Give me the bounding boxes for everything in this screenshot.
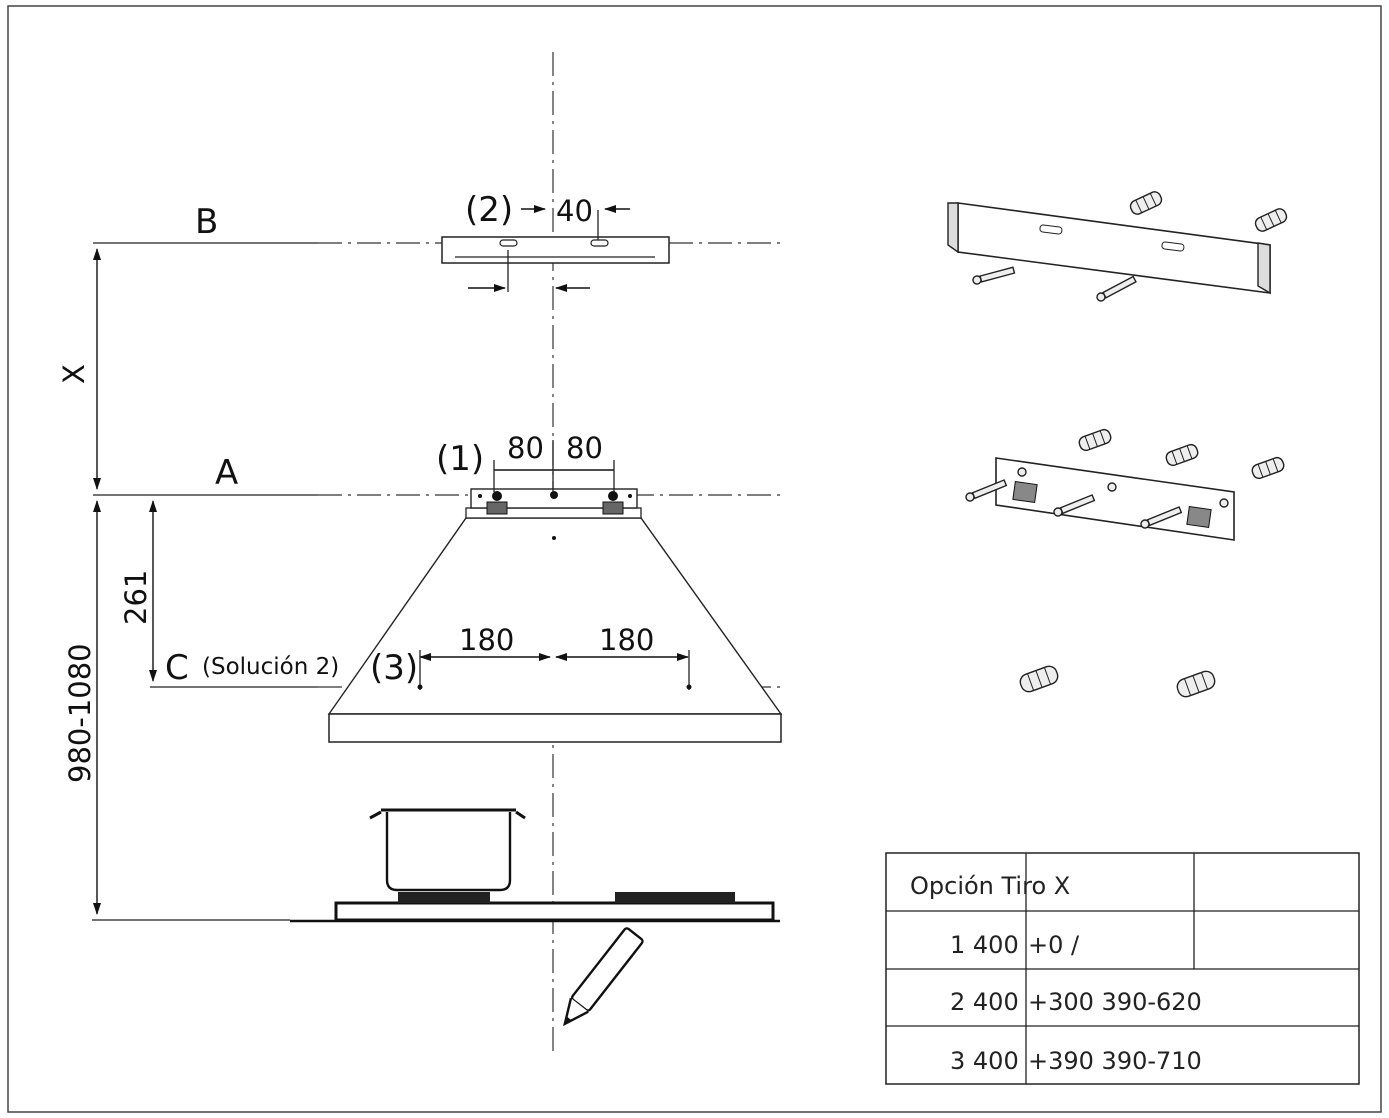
hole-right — [686, 684, 692, 690]
dim-80-right-label: 80 — [566, 431, 603, 465]
x-label: X — [57, 364, 91, 384]
hole-left — [417, 684, 423, 690]
bracket-a-icon — [995, 457, 1235, 541]
pot-icon — [369, 808, 526, 892]
callout-1: (1) — [436, 439, 484, 479]
table-cell-option-3: 3 400 — [950, 1047, 1019, 1075]
upper-bracket — [441, 236, 670, 264]
solution-label: (Solución 2) — [202, 654, 339, 680]
wall-plug-icon — [1019, 665, 1216, 698]
page-frame — [7, 5, 1382, 1113]
screw-icon — [972, 266, 1137, 302]
wall-plug-icon — [1078, 428, 1285, 480]
callout-3: (3) — [370, 648, 418, 688]
dim-40-label: 40 — [556, 194, 593, 228]
dim-180-right-label: 180 — [599, 623, 654, 657]
callout-2: (2) — [465, 190, 513, 230]
table-cell-tiro-2: +300 390-620 — [1028, 988, 1202, 1016]
dim-180-left-label: 180 — [459, 623, 514, 657]
height-label: 980-1080 — [63, 643, 97, 783]
level-b-label: B — [195, 202, 218, 242]
pencil-icon — [563, 927, 644, 1027]
wall-plug-icon — [1129, 191, 1288, 232]
hood — [327, 488, 783, 743]
level-a-label: A — [215, 453, 238, 493]
level-c-label: C — [165, 648, 189, 688]
cooktop — [290, 892, 780, 923]
table-cell-option-2: 2 400 — [950, 988, 1019, 1016]
options-table — [885, 852, 1360, 1085]
table-header: Opción Tiro X — [910, 872, 1070, 900]
table-cell-tiro-1: +0 / — [1028, 931, 1080, 959]
table-cell-tiro-3: +390 390-710 — [1028, 1047, 1202, 1075]
screw-icon — [965, 479, 1183, 529]
dim-80-left-label: 80 — [507, 431, 544, 465]
dimension-261-label: 261 — [119, 570, 153, 625]
table-cell-option-1: 1 400 — [950, 931, 1019, 959]
bracket-b-icon — [947, 202, 1271, 295]
